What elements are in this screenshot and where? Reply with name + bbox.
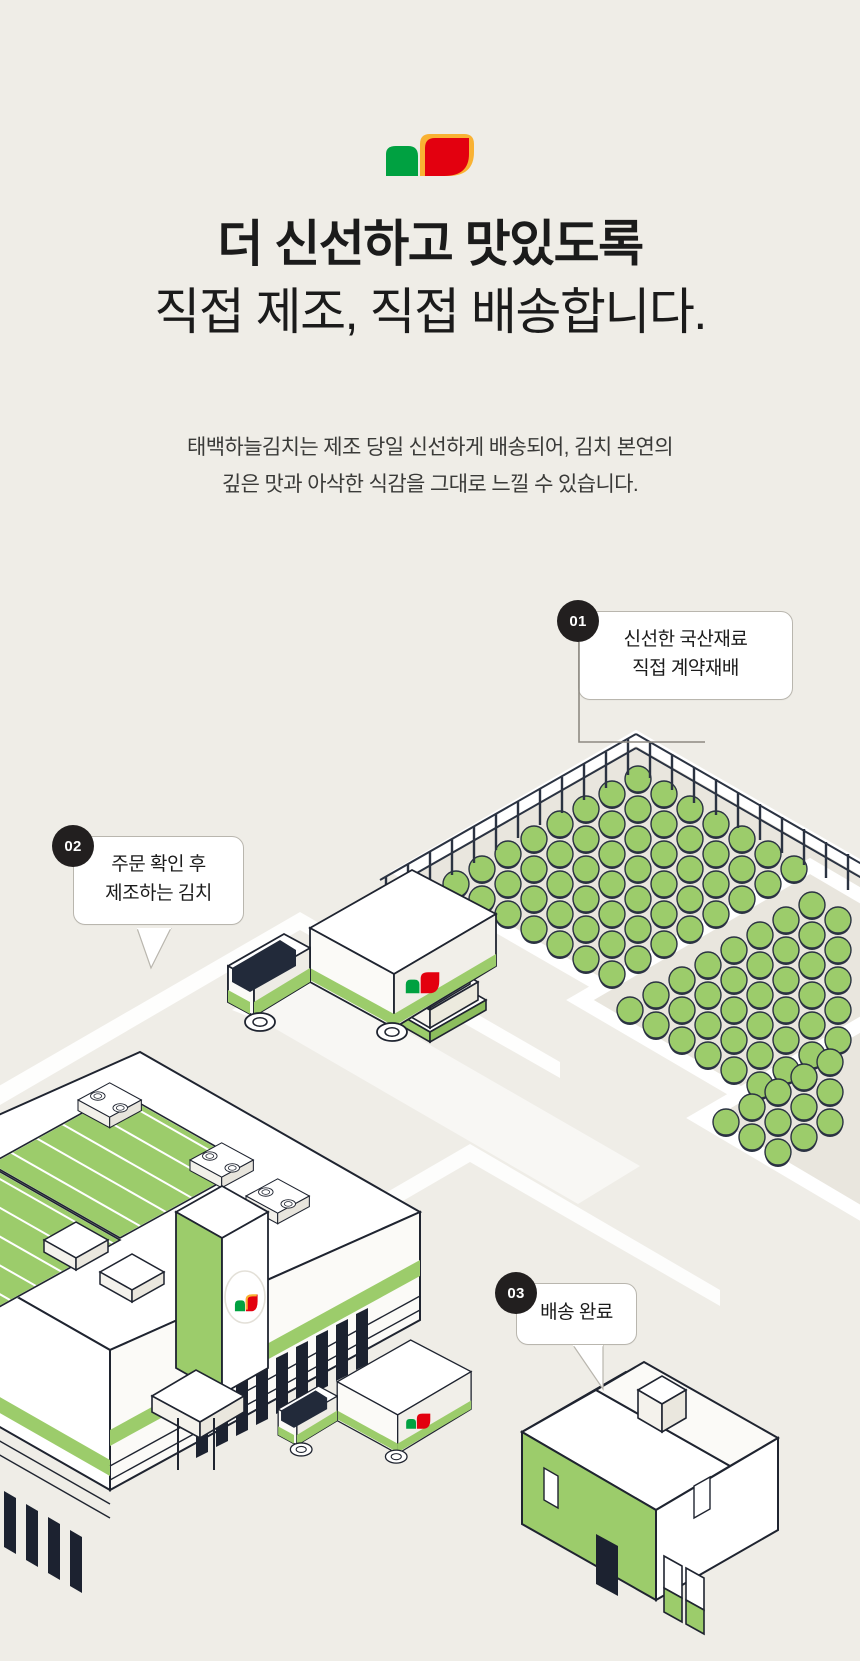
callout-text: 직접 계약재배 (632, 657, 739, 679)
page-title: 더 신선하고 맛있도록 직접 제조, 직접 배송합니다. (0, 215, 860, 345)
brand-logo (0, 118, 860, 178)
page-subcopy: 태백하늘김치는 제조 당일 신선하게 배송되어, 김치 본연의 깊은 맛과 아삭… (0, 430, 860, 504)
callout-badge-01: 01 (557, 600, 599, 642)
factory-windows (4, 1491, 82, 1593)
callout-pointer-02 (137, 928, 172, 970)
callout-02[interactable]: 02 주문 확인 후 제조하는 김치 (52, 825, 244, 970)
callout-text: 주문 확인 후 (111, 854, 206, 875)
rooftop-vent-box (42, 1221, 110, 1272)
subcopy-line-2: 깊은 맛과 아삭한 식감을 그대로 느낄 수 있습니다. (221, 472, 639, 496)
headline-line-1: 더 신선하고 맛있도록 (217, 216, 644, 272)
factory-entrance (150, 1369, 246, 1470)
factory-sign (174, 1184, 270, 1396)
callout-pointer-03 (573, 1345, 604, 1391)
callout-01[interactable]: 01 신선한 국산재료 직접 계약재배 (557, 600, 793, 743)
customer-house (519, 1360, 781, 1636)
subcopy-line-1: 태백하늘김치는 제조 당일 신선하게 배송되어, 김치 본연의 (187, 436, 674, 459)
headline-line-2: 직접 제조, 직접 배송합니다. (154, 284, 707, 340)
logo-icon (386, 134, 474, 176)
callout-badge-03: 03 (495, 1272, 537, 1314)
callout-bubble-01: 신선한 국산재료 직접 계약재배 (578, 611, 793, 700)
callout-text: 제조하는 김치 (105, 882, 212, 904)
callout-text: 신선한 국산재료 (623, 629, 748, 650)
field-fence (379, 733, 860, 913)
rooftop-vent-box (98, 1253, 166, 1304)
callout-text: 배송 완료 (540, 1302, 613, 1323)
callout-leader-line-01 (578, 642, 705, 743)
factory-building (0, 1050, 423, 1593)
callout-03[interactable]: 03 배송 완료 (495, 1272, 637, 1391)
callout-bubble-02: 주문 확인 후 제조하는 김치 (73, 836, 244, 925)
callout-badge-02: 02 (52, 825, 94, 867)
